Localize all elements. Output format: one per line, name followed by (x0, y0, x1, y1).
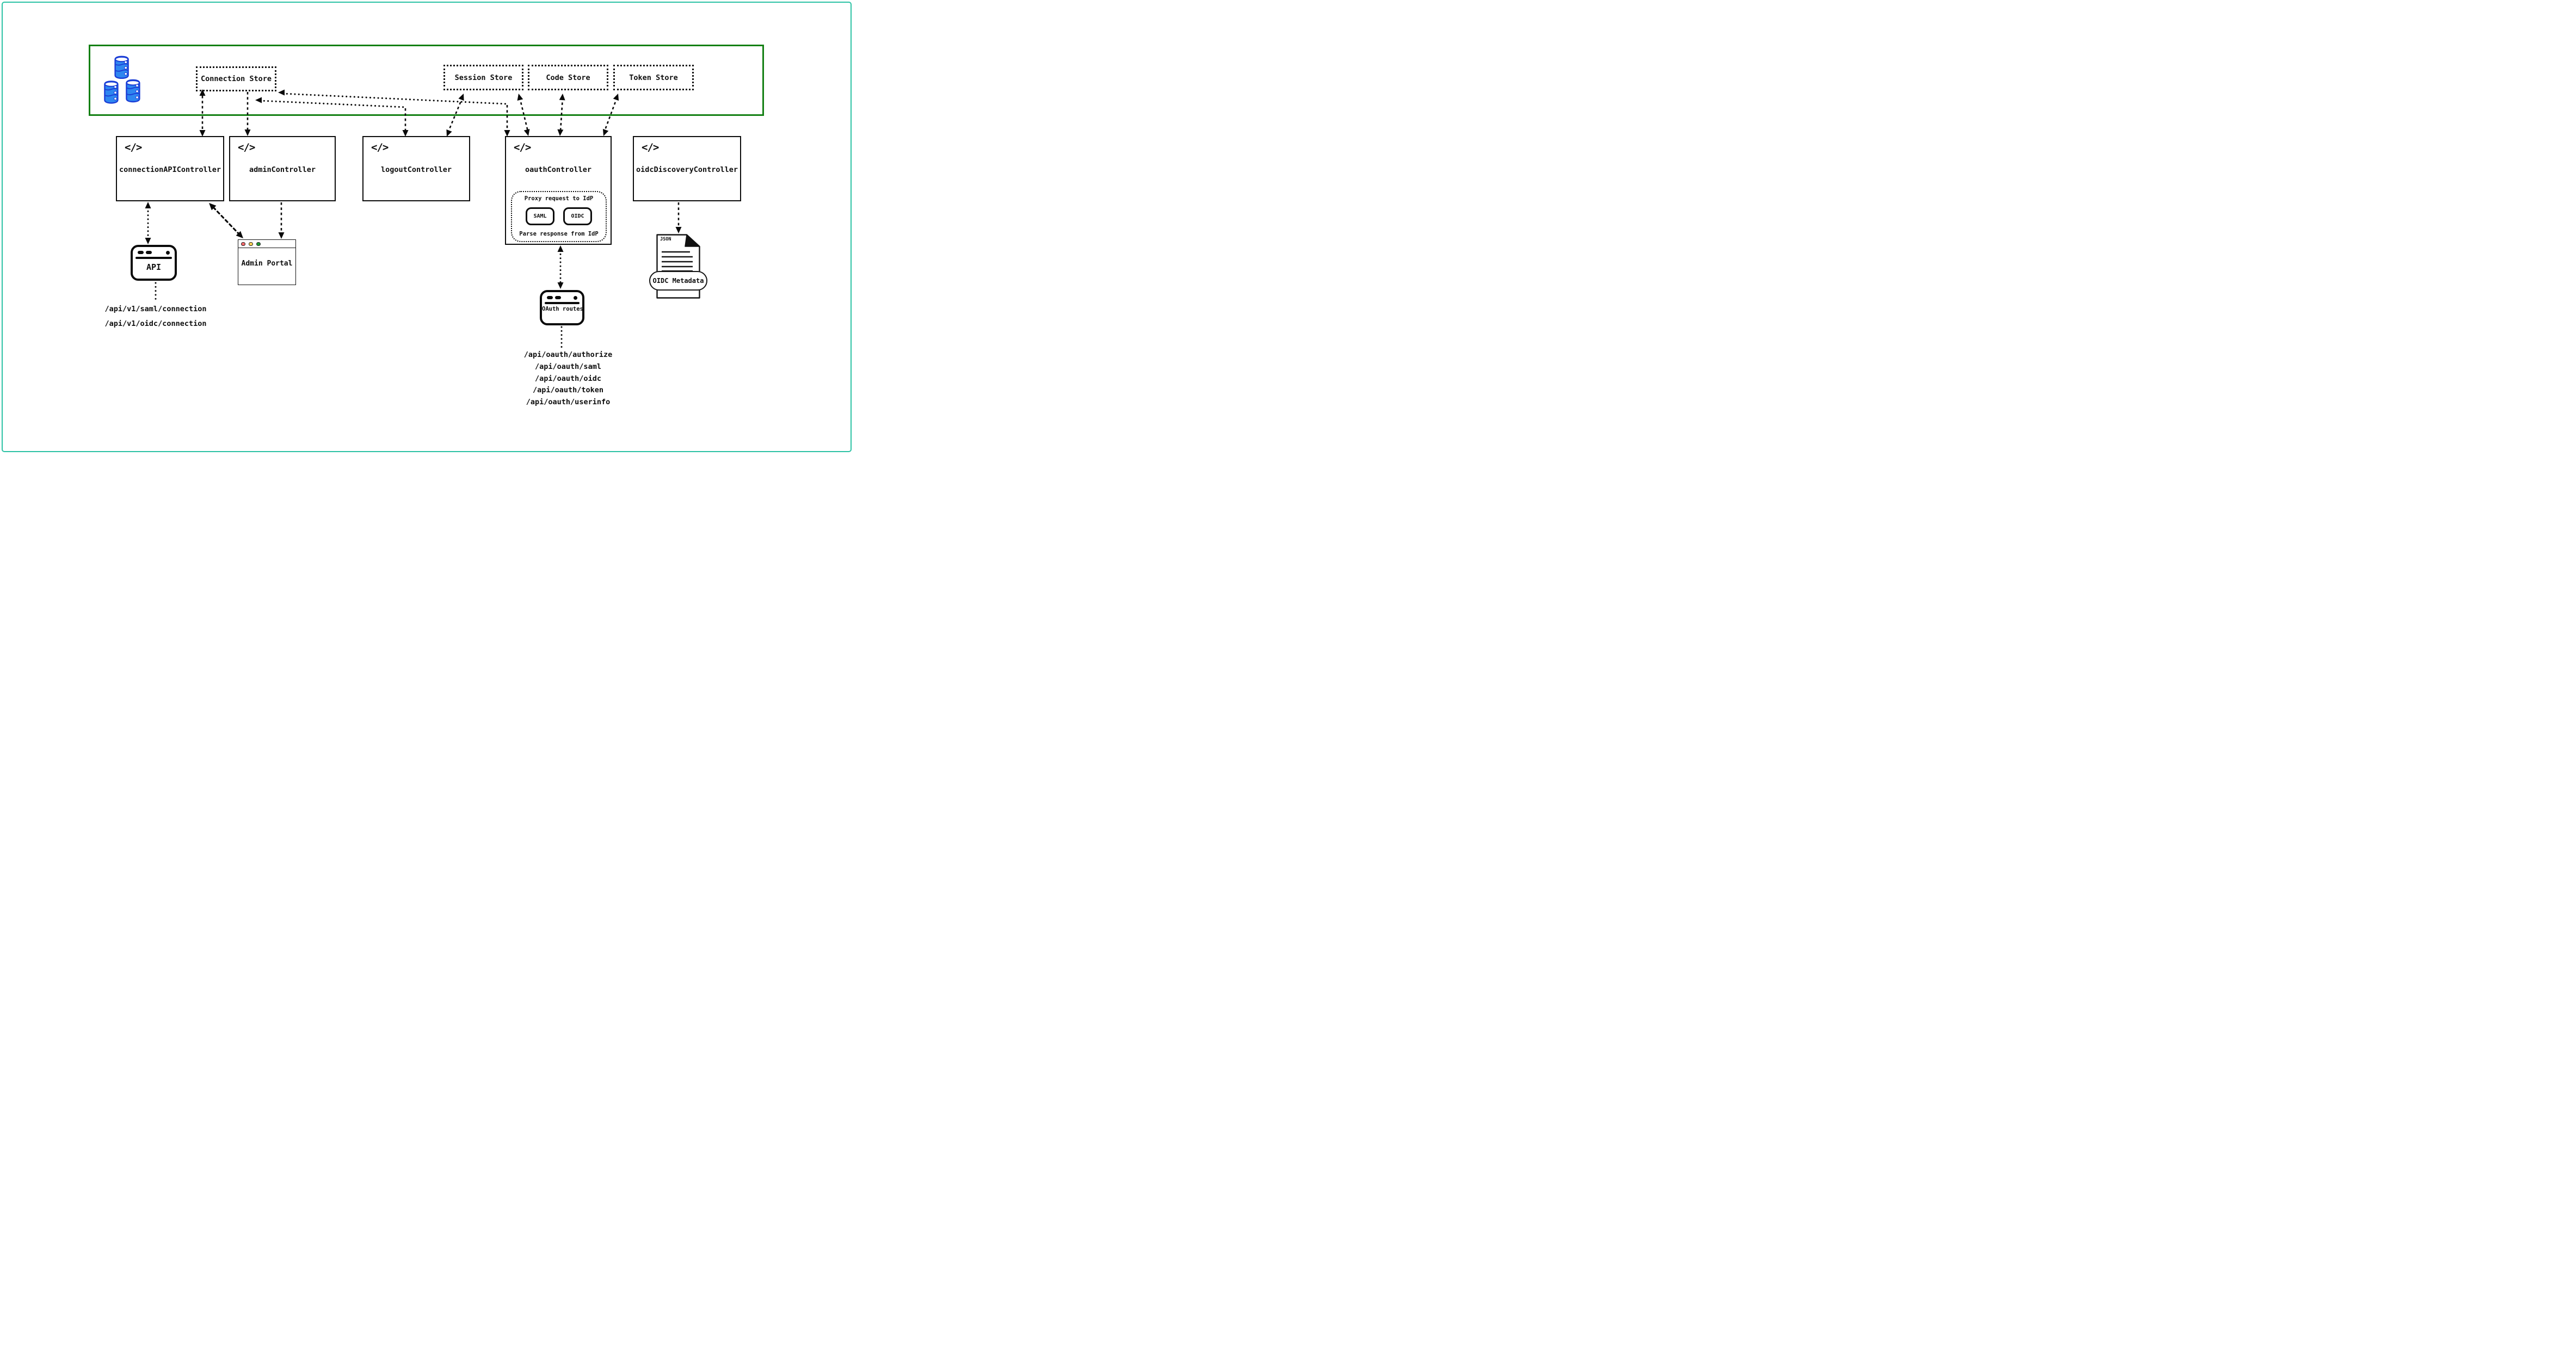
endpoint: /api/oauth/oidc (535, 374, 601, 383)
architecture-diagram: Connection Store Session Store Code Stor… (0, 0, 853, 454)
json-file-type-label: JSON (660, 237, 671, 242)
oauth-endpoint-list: /api/oauth/authorize /api/oauth/saml /ap… (479, 349, 657, 409)
code-store-box: Code Store (528, 65, 608, 90)
browser-tab-dash (547, 296, 553, 299)
code-icon: </> (642, 141, 659, 153)
oidc-chip: OIDC (563, 207, 592, 225)
browser-address-bar (135, 257, 172, 259)
parse-response-label: Parse response from IdP (519, 231, 599, 237)
browser-tab-dash (138, 251, 144, 254)
endpoint: /api/oauth/saml (535, 362, 601, 371)
oidc-discovery-controller-label: oidcDiscoveryController (636, 165, 738, 174)
admin-controller-label: adminController (249, 165, 316, 174)
session-store-box: Session Store (443, 65, 523, 90)
endpoint: /api/v1/saml/connection (104, 305, 207, 313)
code-icon: </> (238, 141, 255, 153)
oidc-metadata-label: OIDC Metadata (652, 277, 704, 285)
browser-control-dot (166, 251, 170, 255)
database-icon (101, 55, 145, 104)
code-store-label: Code Store (546, 73, 590, 82)
oauth-controller-label: oauthController (525, 165, 591, 174)
connection-store-label: Connection Store (200, 75, 272, 83)
logout-controller-box: </> logoutController (362, 136, 470, 201)
proxy-request-label: Proxy request to IdP (524, 195, 594, 202)
logout-controller-label: logoutController (380, 165, 452, 174)
token-store-box: Token Store (613, 65, 694, 90)
oidc-metadata-badge: OIDC Metadata (649, 271, 707, 291)
admin-controller-box: </> adminController (229, 136, 336, 201)
endpoint: /api/v1/oidc/connection (104, 319, 207, 328)
api-window-icon: API (131, 245, 177, 281)
browser-tab-dash (555, 296, 561, 299)
code-icon: </> (125, 141, 142, 153)
saml-label: SAML (533, 213, 547, 219)
minimize-traffic-light (249, 242, 253, 246)
endpoint: /api/oauth/token (532, 386, 604, 395)
connection-store-box: Connection Store (196, 66, 276, 91)
connection-api-controller-label: connectionAPIController (119, 165, 221, 174)
endpoint: /api/oauth/userinfo (526, 398, 611, 407)
token-store-label: Token Store (629, 73, 678, 82)
admin-portal-label: Admin Portal (241, 260, 293, 268)
session-store-label: Session Store (454, 73, 513, 82)
browser-chrome (545, 294, 579, 302)
code-icon: </> (371, 141, 389, 153)
api-label: API (146, 262, 162, 272)
maximize-traffic-light (256, 242, 261, 246)
portal-titlebar (238, 240, 295, 248)
idp-proxy-box: Proxy request to IdP SAML OIDC Parse res… (511, 191, 607, 242)
oidc-label: OIDC (571, 213, 584, 219)
browser-control-dot (574, 296, 577, 300)
api-endpoint-list: /api/v1/saml/connection /api/v1/oidc/con… (67, 302, 244, 331)
protocol-row: SAML OIDC (526, 207, 592, 225)
oidc-discovery-controller-box: </> oidcDiscoveryController (633, 136, 741, 201)
browser-address-bar (545, 302, 580, 304)
page-frame (2, 2, 852, 452)
browser-tab-dash (146, 251, 152, 254)
oauth-routes-label: OAuth routes (542, 306, 583, 312)
oauth-controller-box: </> oauthController Proxy request to IdP… (505, 136, 612, 245)
endpoint: /api/oauth/authorize (523, 350, 613, 359)
connection-api-controller-box: </> connectionAPIController (116, 136, 224, 201)
saml-chip: SAML (526, 207, 554, 225)
admin-portal-window: Admin Portal (238, 239, 296, 285)
close-traffic-light (241, 242, 245, 246)
oauth-routes-window-icon: OAuth routes (540, 290, 584, 325)
browser-chrome (136, 249, 171, 257)
code-icon: </> (514, 141, 531, 153)
